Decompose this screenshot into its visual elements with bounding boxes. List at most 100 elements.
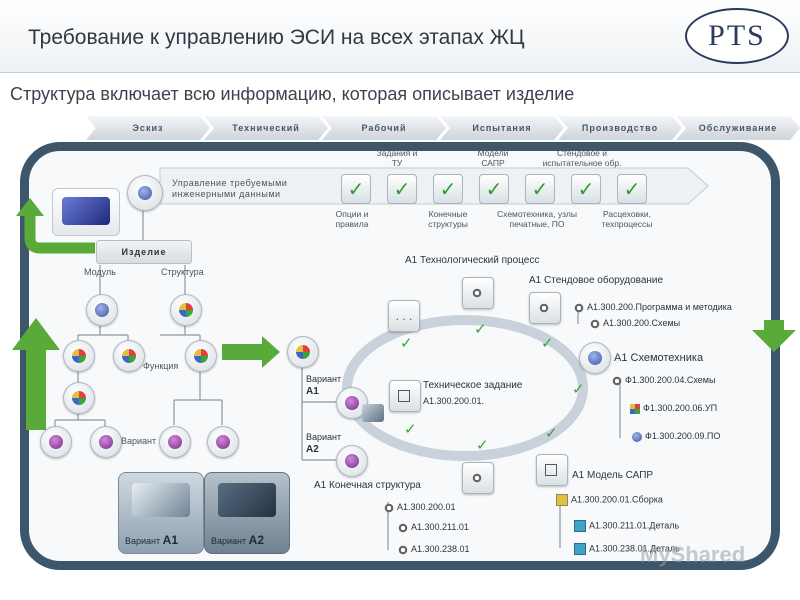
- bent-arrow-head: [16, 198, 44, 216]
- bent-arrow: [24, 215, 95, 254]
- part-icon: [574, 543, 586, 555]
- gear-icon: [590, 318, 600, 329]
- variant-icon: [345, 454, 359, 468]
- requirements-label: Управление требуемыми инженерными данным…: [172, 178, 288, 199]
- variant-a1-code: А1: [162, 533, 178, 547]
- process-icon: [471, 288, 482, 298]
- assembly-icon: [556, 494, 568, 506]
- gear-icon: [398, 522, 408, 533]
- check-test-equipment[interactable]: ✓: [571, 174, 601, 204]
- tech-task-box[interactable]: [389, 380, 421, 412]
- variant-icon: [49, 435, 63, 449]
- gear-icon: [612, 375, 622, 386]
- requirements-node[interactable]: [127, 175, 163, 211]
- left-up-arrow: [12, 318, 60, 430]
- variant-a1-node[interactable]: [336, 387, 368, 419]
- final-item-1: А1.300.200.01: [384, 502, 456, 513]
- chip-icon: [588, 351, 602, 365]
- variant-icon: [99, 435, 113, 449]
- hierarchy-icon: [122, 349, 136, 363]
- schematics-item-3: Ф1.300.200.09.ПО: [632, 431, 720, 442]
- watermark: MyShared: [640, 542, 746, 567]
- variant-a2-caption: Вариант: [211, 536, 247, 546]
- module-child-node-1[interactable]: [63, 340, 95, 372]
- module-child-node-2[interactable]: [113, 340, 145, 372]
- variant-node-a1[interactable]: [159, 426, 191, 458]
- hierarchy-icon: [72, 349, 86, 363]
- check-options[interactable]: ✓: [341, 174, 371, 204]
- variant-a2-image: [218, 483, 276, 517]
- more-items-box[interactable]: . . .: [388, 300, 420, 332]
- cycle-check-3: ✓: [541, 335, 554, 352]
- hierarchy-icon: [72, 391, 86, 405]
- schematics-item-1: Ф1.300.200.04.Схемы: [612, 375, 715, 386]
- schematics-node[interactable]: [579, 342, 611, 374]
- label-test-equipment: Стендовое и испытательное обр.: [542, 148, 622, 168]
- variant-a1-code-label: А1: [306, 386, 319, 397]
- stage-service: Обслуживание: [676, 116, 800, 140]
- check-cad-models[interactable]: ✓: [479, 174, 509, 204]
- stand-box[interactable]: [529, 292, 561, 324]
- label-tasks: Задания и ТУ: [376, 148, 418, 168]
- final-structure-box[interactable]: [462, 462, 494, 494]
- cad-item-1: А1.300.200.01.Сборка: [556, 494, 663, 506]
- variant-icon: [216, 435, 230, 449]
- check-final-structures[interactable]: ✓: [433, 174, 463, 204]
- variant-icon: [345, 396, 359, 410]
- variant-arrow: [222, 336, 280, 368]
- function-label: Функция: [143, 361, 179, 371]
- gear-icon: [384, 502, 394, 513]
- variant-a2-node[interactable]: [336, 445, 368, 477]
- variant-node-2[interactable]: [90, 426, 122, 458]
- cube-icon: [95, 303, 109, 317]
- final-item-2: А1.300.211.01: [398, 522, 469, 533]
- cycle-check-6: ✓: [476, 437, 489, 454]
- module-node[interactable]: [86, 294, 118, 326]
- subtitle: Структура включает всю информацию, котор…: [10, 84, 575, 104]
- variant-node-a2[interactable]: [207, 426, 239, 458]
- part-icon: [574, 520, 586, 532]
- hierarchy-icon: [194, 349, 208, 363]
- cad-model-box[interactable]: [536, 454, 568, 486]
- final-item-3: А1.300.238.01: [398, 544, 470, 555]
- hierarchy-icon: [296, 345, 310, 359]
- label-cad-models: Модели САПР: [477, 148, 509, 168]
- check-processes[interactable]: ✓: [617, 174, 647, 204]
- variant-a2-card[interactable]: Вариант А2: [204, 472, 290, 554]
- stand-icon: [538, 303, 549, 313]
- final-structure-label: А1 Конечная структура: [314, 480, 421, 491]
- stand-item-2: А1.300.200.Схемы: [590, 318, 680, 329]
- product-image-icon: [62, 197, 110, 225]
- variant-node-1[interactable]: [40, 426, 72, 458]
- tech-process-label: А1 Технологический процесс: [405, 255, 540, 266]
- tech-process-box[interactable]: [462, 277, 494, 309]
- stand-item-1: А1.300.200.Программа и методика: [574, 302, 732, 313]
- label-schematics: Схемотехника, узлы печатные, ПО: [497, 209, 577, 229]
- document-icon: [397, 390, 410, 402]
- module-label: Модуль: [84, 267, 116, 277]
- submodule-node[interactable]: [63, 382, 95, 414]
- structure-label: Структура: [161, 267, 204, 277]
- variant-icon: [168, 435, 182, 449]
- stand-label: А1 Стендовое оборудование: [529, 275, 664, 286]
- cad-icon: [544, 464, 557, 476]
- function-node[interactable]: [185, 340, 217, 372]
- check-schematics[interactable]: ✓: [525, 174, 555, 204]
- variants-root-node[interactable]: [287, 336, 319, 368]
- product-box[interactable]: Изделие: [96, 240, 192, 264]
- cycle-check-4: ✓: [572, 381, 585, 398]
- cycle-check-2: ✓: [474, 321, 487, 338]
- disc-icon: [632, 431, 642, 442]
- hierarchy-icon: [179, 303, 193, 317]
- cycle-check-5: ✓: [545, 425, 558, 442]
- gear-icon: [398, 544, 408, 555]
- title-bar: [0, 0, 800, 73]
- check-tasks[interactable]: ✓: [387, 174, 417, 204]
- variant-a1-label: Вариант: [306, 374, 342, 384]
- cube-icon: [138, 186, 152, 200]
- structure-node[interactable]: [170, 294, 202, 326]
- variant-label: Вариант: [121, 436, 157, 446]
- label-final-structures: Конечные структуры: [428, 209, 468, 229]
- gear-icon: [574, 302, 584, 313]
- variant-a1-card[interactable]: Вариант А1: [118, 472, 204, 554]
